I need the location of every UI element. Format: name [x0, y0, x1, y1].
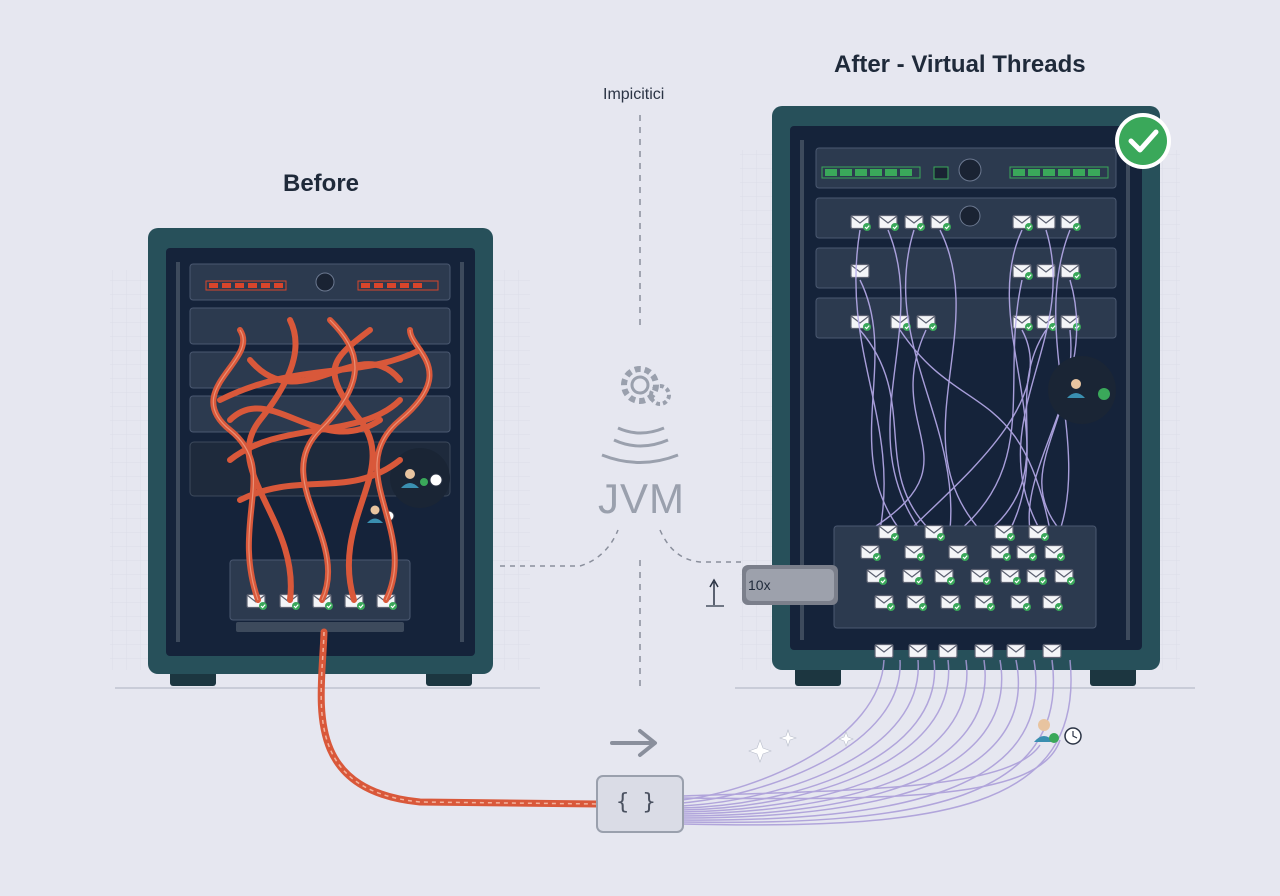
virtual-rack-unit	[815, 147, 1117, 189]
legacy-rack-unit	[189, 307, 451, 345]
virtual-thread-fan	[681, 659, 1072, 826]
connector-right	[659, 529, 745, 563]
active-user-badge	[1048, 356, 1116, 424]
virtual-threads-server-rack	[742, 106, 1160, 686]
legacy-rack-unit	[189, 263, 451, 301]
blocked-user-badge	[367, 448, 450, 523]
user-clock-badge	[1034, 719, 1082, 745]
legacy-connector-box	[229, 559, 411, 621]
jvm-label: JVM	[598, 475, 685, 522]
connector-left	[500, 529, 619, 567]
after-title: After - Virtual Threads	[834, 51, 1086, 78]
multiplier-label: 10x	[748, 577, 771, 593]
check-circle-icon	[1115, 113, 1171, 169]
gear-icon	[621, 366, 671, 406]
java-cup-icon	[601, 426, 679, 464]
sparkle-icon	[748, 729, 854, 763]
code-block-box	[596, 775, 684, 833]
before-title: Before	[283, 170, 360, 197]
legacy-server-rack	[148, 228, 493, 686]
arrow-right-icon	[610, 729, 657, 757]
platform-thread-cable-highlight	[320, 631, 599, 805]
arrow-up-icon	[706, 578, 724, 607]
code-block-label: { }	[616, 790, 656, 815]
center-caption: Impicitici	[603, 86, 665, 103]
